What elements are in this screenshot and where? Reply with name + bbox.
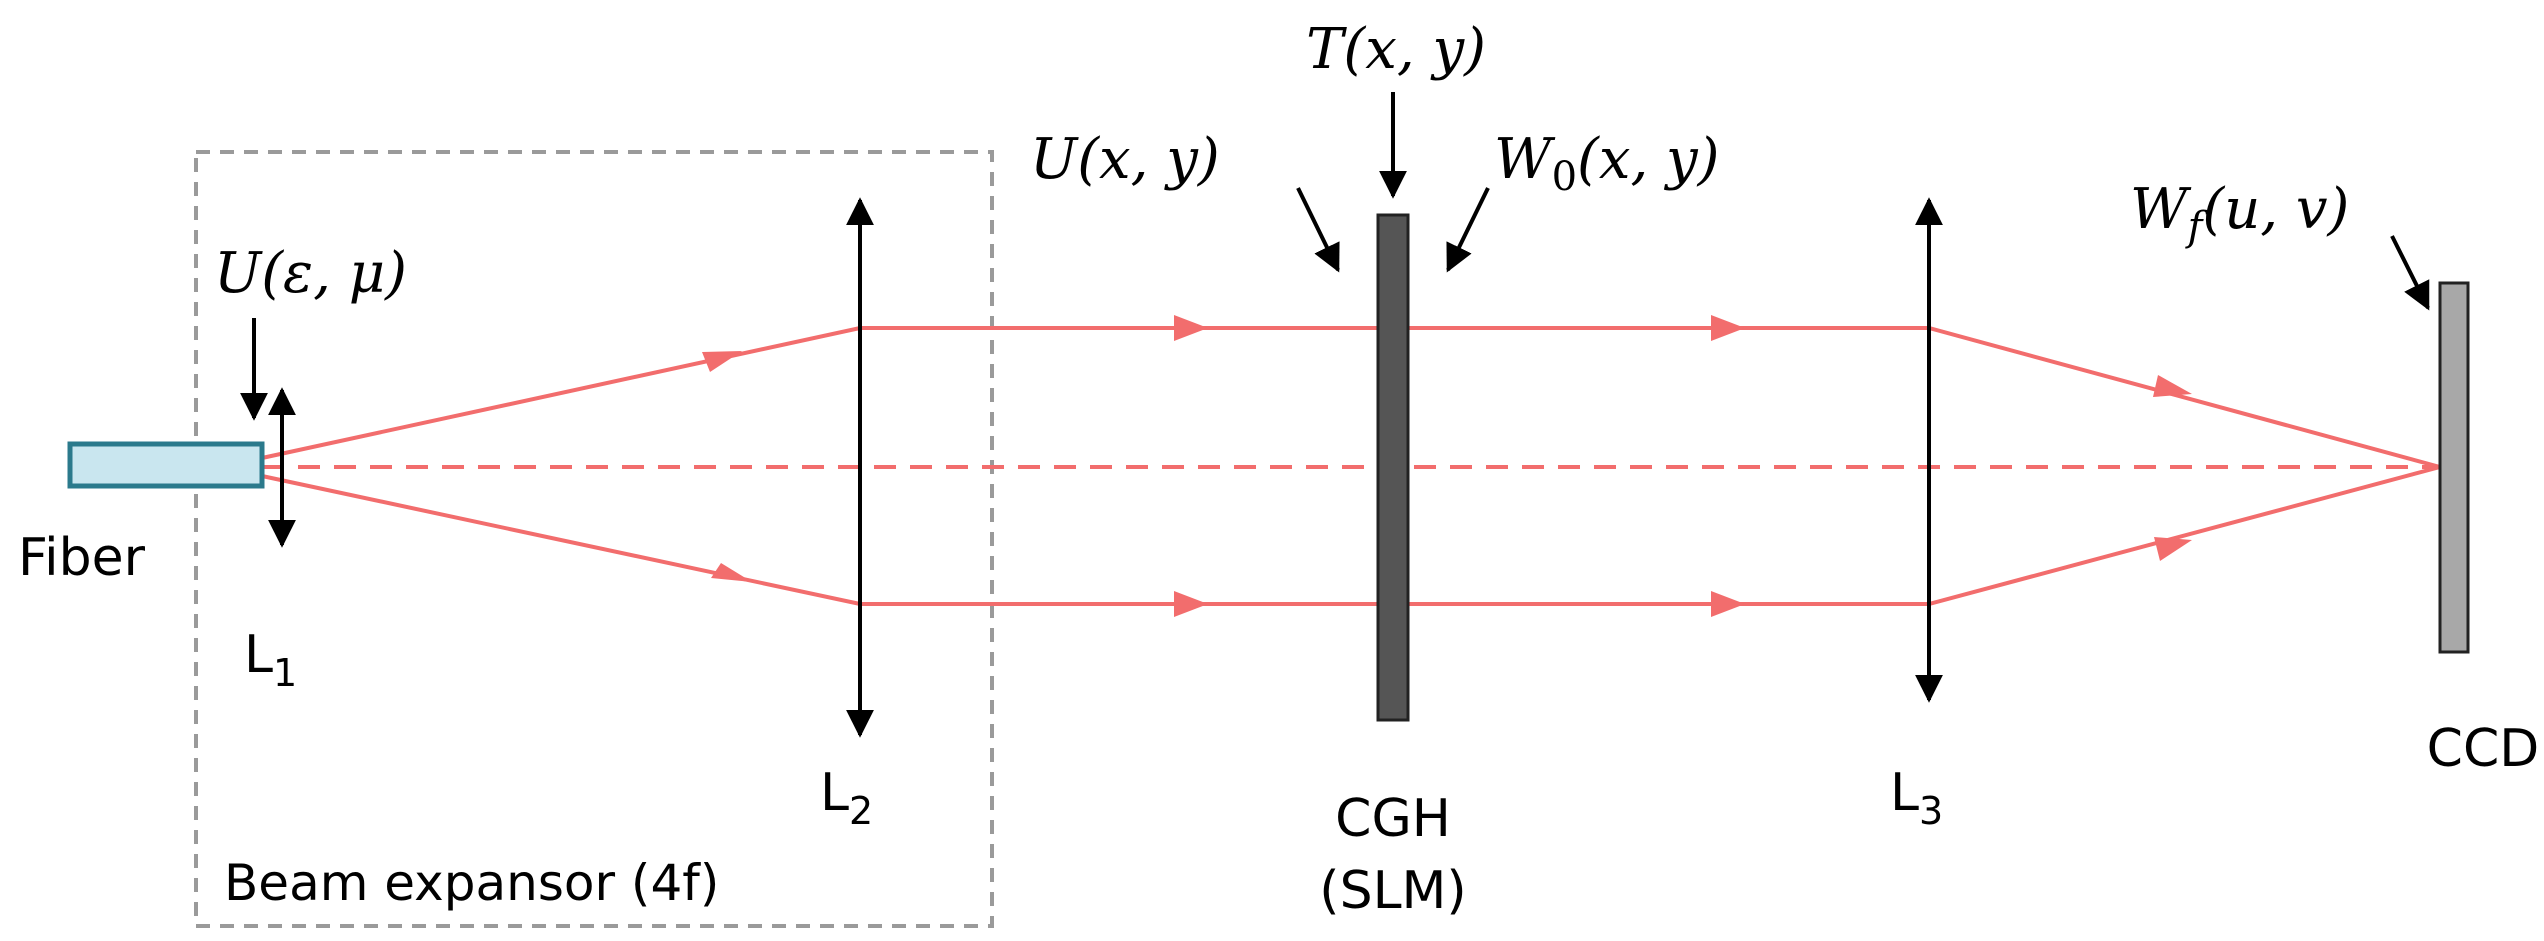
beam-ray-lower [261,465,2441,606]
beam-arrowheads [702,315,2192,617]
ccd-detector [2438,281,2470,654]
label-l2: L2 [820,763,873,833]
field-input: U(ε, μ) [214,241,407,306]
beam-arrowhead [2153,375,2192,397]
label-slm: (SLM) [1319,861,1466,921]
field-transmittance: T(x, y) [1306,17,1486,82]
beam-arrowhead [711,563,752,582]
label-fiber: Fiber [18,528,146,588]
beam-arrowhead [1174,315,1208,341]
label-l1: L1 [244,625,297,695]
field-focal: Wf(u, v) [2130,177,2349,250]
label-beam-expansor: Beam expansor (4f) [224,854,719,912]
pointer-focal-field [2390,235,2430,311]
field-incident: U(x, y) [1030,127,1220,192]
beam-arrowhead [2154,537,2192,561]
label-cgh: CGH [1335,789,1451,849]
beam-arrowhead [702,351,742,372]
beam-expansor-box [194,150,994,928]
beam-ray-upper [261,326,2441,469]
pointer-output-field [1446,187,1490,273]
label-ccd: CCD [2427,719,2540,779]
fiber [67,441,265,489]
cgh-slm [1376,213,1410,722]
beam-arrowhead [1174,591,1208,617]
beam-arrowhead [1711,315,1745,341]
field-pointers [240,92,2430,421]
beam-arrowhead [1711,591,1745,617]
pointer-incident-field [1296,187,1340,273]
label-l3: L3 [1890,763,1943,833]
field-output: W0(x, y) [1494,127,1720,200]
